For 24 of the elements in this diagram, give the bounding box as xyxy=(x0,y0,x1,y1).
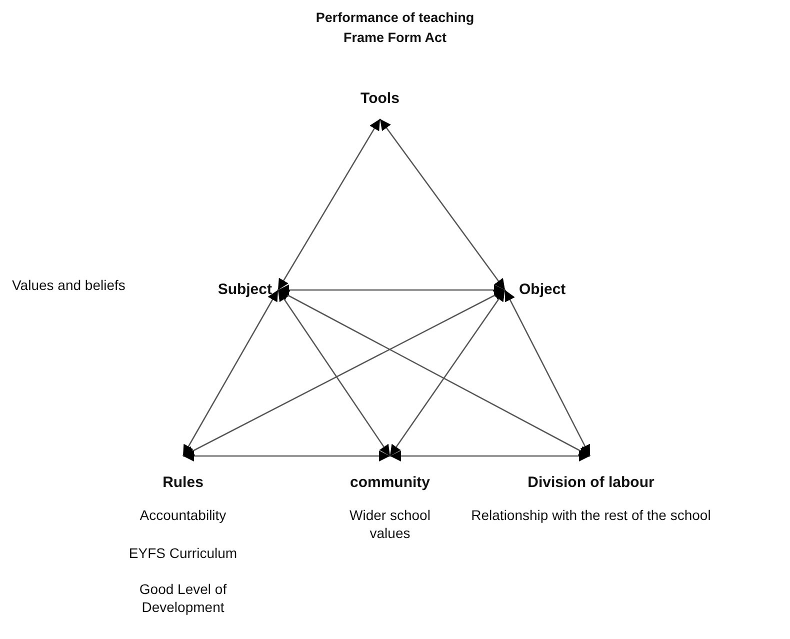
double-arrow xyxy=(183,450,390,462)
node-note: Wider school values xyxy=(348,506,432,542)
note-text: Values and beliefs xyxy=(12,276,126,294)
double-arrow xyxy=(389,290,506,456)
node-note: EYFS Curriculum xyxy=(128,544,238,562)
node-heading: Subject xyxy=(216,281,272,299)
double-arrow xyxy=(277,118,381,290)
node-note: Accountability xyxy=(138,506,228,524)
node-note: Good Level of Development xyxy=(138,580,228,616)
double-arrow xyxy=(278,289,590,457)
double-arrow xyxy=(277,290,391,456)
node-note: Relationship with the rest of the school xyxy=(470,506,712,524)
double-arrow xyxy=(504,290,591,456)
double-arrow xyxy=(182,290,279,456)
diagram-title: Performance of teaching Frame Form Act xyxy=(314,9,476,47)
node-heading: Division of labour xyxy=(526,474,656,492)
double-arrow xyxy=(390,450,590,462)
double-arrow xyxy=(278,284,505,296)
node-heading: Tools xyxy=(360,90,400,108)
node-heading: community xyxy=(348,474,431,492)
double-arrow xyxy=(379,118,506,290)
node-heading: Object xyxy=(519,281,567,299)
double-arrow xyxy=(182,289,506,457)
node-heading: Rules xyxy=(162,474,204,492)
